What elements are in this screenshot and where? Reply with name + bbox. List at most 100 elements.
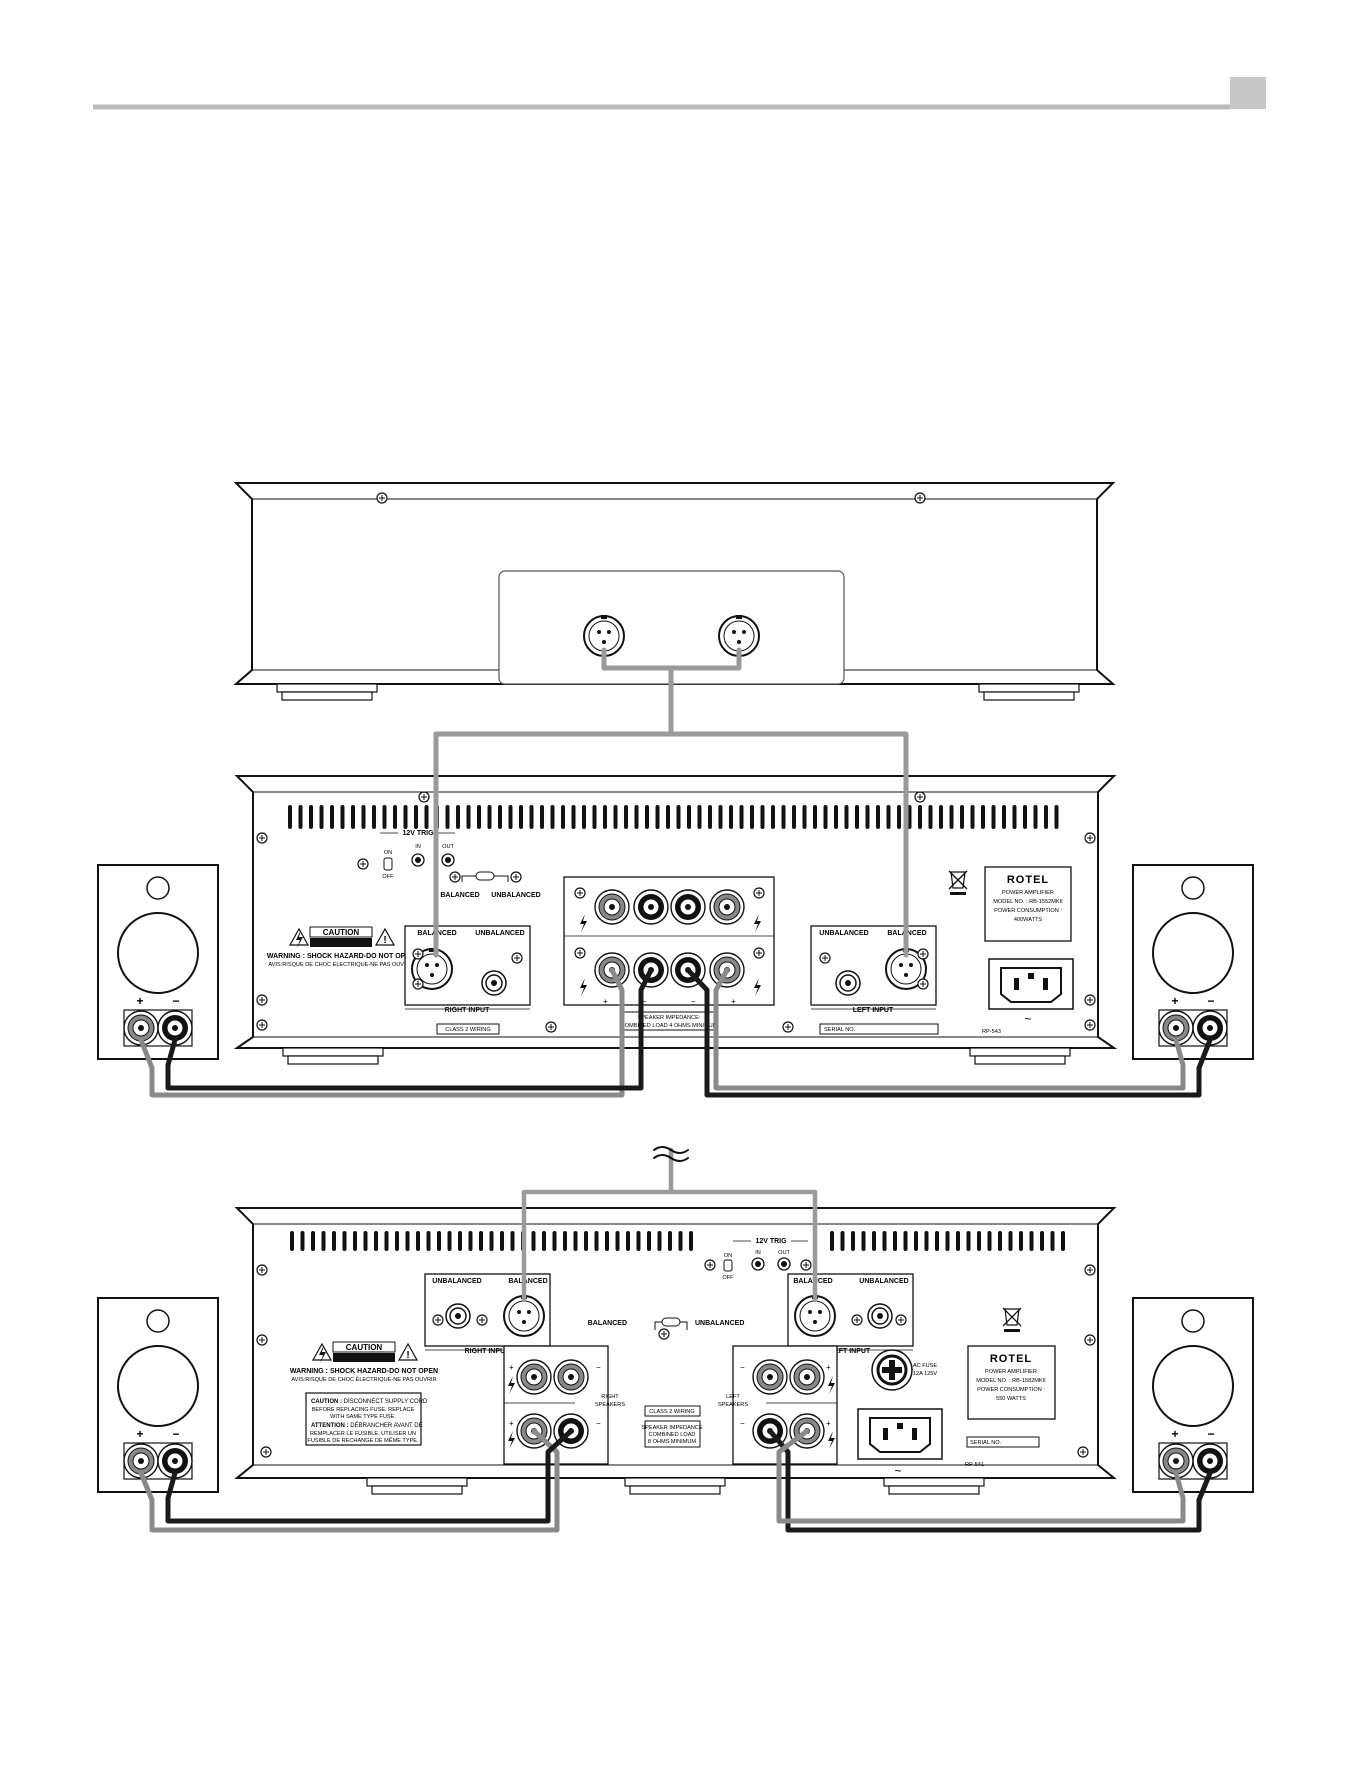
left-speakers-label-2: SPEAKERS [718, 1402, 748, 1408]
vent-slot [592, 805, 597, 829]
trigger-off-label: OFF [382, 874, 394, 880]
vent-slot [729, 805, 733, 829]
terminal-minus-label: − [740, 1363, 745, 1372]
right-input-balanced-label: BALANCED [508, 1278, 547, 1285]
speaker-terminal[interactable] [709, 889, 745, 925]
caution-avis: AVIS:RISQUE DE CHOC ÉLECTRIQUE-NE PAS OU… [291, 1376, 436, 1383]
page-header [93, 77, 1266, 110]
speaker-cable-positive [713, 967, 1186, 1091]
left-input-panel: BALANCED UNBALANCED LEFT INPUT [787, 1273, 914, 1355]
speaker-terminal[interactable] [670, 889, 706, 925]
vent-slot [290, 1231, 294, 1251]
left-rca-input[interactable] [867, 1303, 893, 1329]
speaker-cable-negative [165, 967, 654, 1091]
tweeter [146, 1309, 170, 1333]
right-rca-input[interactable] [445, 1303, 471, 1329]
speaker-impedance: SPEAKER IMPEDANCE COMBINED LOAD 8 OHMS M… [641, 1420, 703, 1448]
tweeter [146, 876, 170, 900]
vent-slot [970, 805, 975, 829]
vent-slot [918, 805, 922, 829]
vent-slot [924, 1231, 929, 1251]
vent-slot [550, 805, 555, 829]
left-rca-input[interactable] [835, 970, 861, 996]
vent-slot [416, 1231, 420, 1251]
ac-symbol: ~ [1024, 1012, 1031, 1026]
screw-icon [412, 978, 424, 990]
caution-avis: AVIS:RISQUE DE CHOC ÉLECTRIQUE-NE PAS OU… [268, 961, 413, 968]
vent-slot [445, 805, 450, 829]
trigger-in-jack[interactable] [411, 853, 425, 867]
screw-icon [574, 887, 586, 899]
ac-inlet[interactable] [857, 1408, 943, 1460]
screw-icon [819, 952, 831, 964]
impedance-line-2: COMBINED LOAD 4 OHMS MINIMUM [621, 1023, 718, 1029]
speaker-terminal[interactable] [789, 1359, 825, 1395]
vent-slot [935, 1231, 939, 1251]
vent-slot [351, 805, 355, 829]
screw-icon [753, 947, 765, 959]
mode-switch[interactable] [475, 871, 495, 881]
vent-slot [552, 1231, 557, 1251]
trigger-out-jack[interactable] [777, 1257, 791, 1271]
fuse-caution-2: BEFORE REPLACING FUSE. REPLACE [312, 1407, 415, 1413]
mode-switch[interactable] [661, 1317, 681, 1327]
vent-slot [426, 1231, 431, 1251]
vent-slot [468, 1231, 473, 1251]
vent-slot [977, 1231, 981, 1251]
screw-icon [510, 871, 522, 883]
class2-text: CLASS 2 WIRING [649, 1409, 694, 1415]
vent-slot [508, 805, 513, 829]
svg-text:CAUTION : DISCONNECT SUPPLY CO: CAUTION : DISCONNECT SUPPLY CORD [311, 1399, 428, 1405]
screw-icon [256, 832, 268, 844]
vent-slot [676, 805, 681, 829]
vent-slot [573, 1231, 578, 1251]
vent-slot [739, 805, 744, 829]
vent-slot [861, 1231, 866, 1251]
vent-slot [687, 805, 691, 829]
vent-slot [424, 805, 429, 829]
vent-slot [340, 805, 345, 829]
screw-icon [1084, 1019, 1096, 1031]
speaker-minus-label: − [1207, 1427, 1214, 1441]
speaker-terminal[interactable] [594, 889, 630, 925]
page-number-box [1230, 77, 1266, 109]
right-input-caption: RIGHT INPUT [445, 1007, 490, 1014]
fuse-caution-1: DISCONNECT SUPPLY CORD [344, 1399, 428, 1405]
vent-slot [403, 805, 408, 829]
speaker-cable-positive [138, 967, 625, 1098]
vent-slot [288, 805, 292, 829]
speaker-terminal[interactable] [752, 1359, 788, 1395]
vent-slot [697, 805, 702, 829]
trigger-out-jack[interactable] [441, 853, 455, 867]
vent-slot [372, 805, 376, 829]
vent-slot [987, 1231, 992, 1251]
left-speaker-terminals: − + − + LEFT SPEAKERS [718, 1345, 838, 1465]
trigger-in-jack[interactable] [751, 1257, 765, 1271]
right-speakers-label-1: RIGHT [601, 1394, 619, 1400]
serial-plate: SERIAL NO. [819, 1023, 939, 1035]
trigger-switch[interactable] [383, 857, 393, 871]
trigger-section: 12V TRIG IN OUT ON OFF [357, 830, 455, 880]
screw-icon [1084, 1264, 1096, 1276]
right-rca-input[interactable] [481, 970, 507, 996]
ac-inlet[interactable] [988, 958, 1074, 1010]
trigger-switch[interactable] [723, 1259, 733, 1272]
vent-slot [561, 805, 565, 829]
rotel-brand: ROTEL [1007, 874, 1049, 886]
speaker-plus-label: + [1171, 994, 1178, 1008]
vent-slot [1008, 1231, 1013, 1251]
model-code: RP-543 [982, 1029, 1001, 1035]
vent-slot [603, 805, 607, 829]
foot [624, 1477, 726, 1495]
vent-slot [519, 805, 523, 829]
foot [366, 1477, 468, 1495]
class2-label: CLASS 2 WIRING [436, 1023, 500, 1035]
speaker-terminal[interactable] [516, 1359, 552, 1395]
vent-slot [844, 805, 849, 829]
speaker-terminal[interactable] [553, 1359, 589, 1395]
speaker-terminal[interactable] [633, 889, 669, 925]
vent-slot [466, 805, 471, 829]
screw-icon [418, 791, 430, 803]
speaker-plus-label: + [136, 1427, 143, 1441]
